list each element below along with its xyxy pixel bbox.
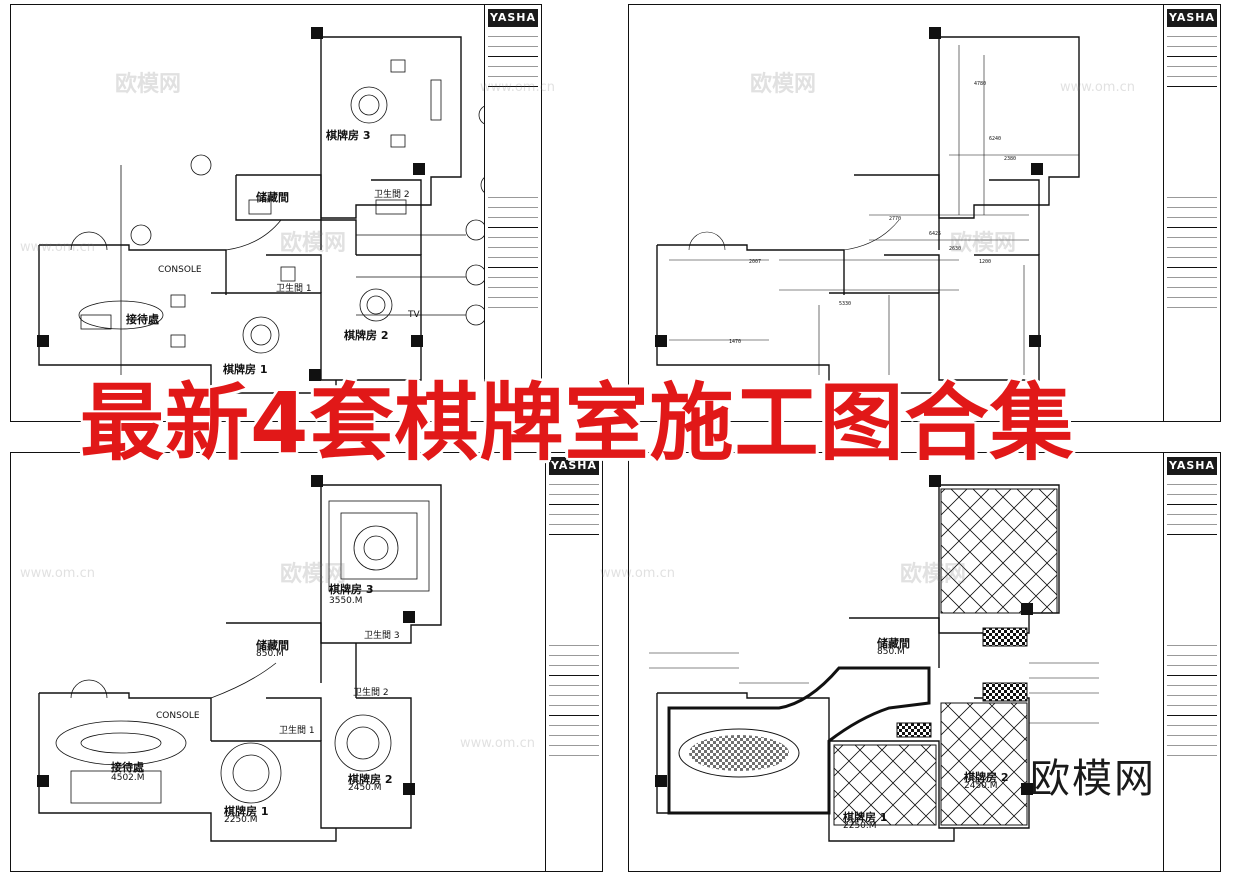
floor-plan-sheet-flooring: 储藏間 850.M 棋牌房 1 2250.M 棋牌房 2 2450.M YASH…	[628, 452, 1221, 872]
title-block: YASHA	[545, 453, 602, 871]
storage-label: 储藏間	[256, 191, 289, 204]
toilet-3-label: 卫生間 3	[364, 631, 400, 641]
floor-plan-sheet-dimensions: 4780 6240 2380 2770 6425 2630 2007 1200 5330…	[628, 4, 1221, 422]
card-room-1-label: 棋牌房 1	[843, 811, 888, 824]
reception-height: 4502.M	[111, 773, 145, 783]
card-room-1-height: 2250.M	[224, 815, 258, 825]
card-room-2-label: 棋牌房 2	[348, 773, 393, 786]
furniture-plan-drawing	[37, 27, 485, 394]
card-room-3-height: 3550.M	[329, 596, 363, 606]
watermark-url: www.om.cn	[480, 80, 555, 95]
watermark-url: www.om.cn	[20, 566, 95, 581]
yasha-logo: YASHA	[488, 9, 538, 27]
yasha-logo: YASHA	[549, 457, 599, 475]
title-block: YASHA	[1163, 453, 1220, 871]
card-room-2-height: 2450.M	[964, 781, 998, 791]
flooring-plan-drawing	[649, 475, 1099, 842]
card-room-1-label: 棋牌房 1	[224, 805, 269, 818]
svg-text:2630: 2630	[949, 246, 961, 252]
toilet-2-label: 卫生間 2	[353, 688, 389, 698]
title-block: YASHA	[1163, 5, 1220, 421]
console-label: CONSOLE	[158, 265, 202, 275]
svg-text:1470: 1470	[729, 339, 741, 345]
svg-text:4780: 4780	[974, 81, 986, 87]
yasha-logo: YASHA	[1167, 457, 1217, 475]
storage-height: 850.M	[256, 649, 284, 659]
title-block: YASHA	[484, 5, 541, 421]
card-room-1-label: 棋牌房 1	[223, 363, 268, 376]
svg-text:5330: 5330	[839, 301, 851, 307]
card-room-2-height: 2450.M	[348, 783, 382, 793]
dimension-plan-drawing: 4780 6240 2380 2770 6425 2630 2007 1200 5330…	[655, 27, 1080, 394]
watermark: 欧模网	[280, 562, 347, 587]
watermark-url: www.om.cn	[600, 566, 675, 581]
svg-text:2380: 2380	[1004, 156, 1016, 162]
watermark-url: www.om.cn	[1060, 80, 1135, 95]
floor-plan-sheet-furniture: 棋牌房 3 储藏間 卫生間 2 CONSOLE 卫生間 1 接待處 棋牌房 2 …	[10, 4, 542, 422]
card-room-2-label: 棋牌房 2	[344, 329, 389, 342]
watermark: 欧模网	[280, 231, 347, 256]
toilet-1-label: 卫生間 1	[279, 726, 315, 736]
svg-text:2007: 2007	[749, 259, 761, 265]
svg-text:6425: 6425	[929, 231, 941, 237]
watermark-url: www.om.cn	[460, 736, 535, 751]
reception-label: 接待處	[126, 313, 159, 326]
watermark-url: www.om.cn	[20, 240, 95, 255]
watermark: 欧模网	[950, 231, 1017, 256]
watermark: 欧模网	[900, 562, 967, 587]
card-room-1-height: 2250.M	[843, 821, 877, 831]
storage-height: 850.M	[877, 647, 905, 657]
floor-plan-sheet-ceiling: 棋牌房 3 3550.M 储藏間 850.M 卫生間 3 卫生間 2 CONSO…	[10, 452, 603, 872]
console-label: CONSOLE	[156, 711, 200, 721]
brand-logo: 欧模网	[1030, 756, 1156, 802]
watermark: 欧模网	[750, 72, 817, 97]
svg-text:1200: 1200	[979, 259, 991, 265]
storage-label: 储藏間	[256, 639, 289, 652]
toilet-2-label: 卫生間 2	[374, 190, 410, 200]
headline-title: 最新4套棋牌室施工图合集	[80, 374, 1075, 472]
card-room-3-label: 棋牌房 3	[326, 129, 371, 142]
card-room-3-label: 棋牌房 3	[329, 583, 374, 596]
watermark: 欧模网	[115, 72, 182, 97]
yasha-logo: YASHA	[1167, 9, 1217, 27]
reception-label: 接待處	[111, 761, 144, 774]
card-room-2-label: 棋牌房 2	[964, 771, 1009, 784]
svg-text:6240: 6240	[989, 136, 1001, 142]
tv-label: TV	[408, 310, 420, 320]
svg-text:2770: 2770	[889, 216, 901, 222]
ceiling-plan-drawing	[37, 475, 442, 842]
storage-label: 储藏間	[877, 637, 910, 650]
toilet-1-label: 卫生間 1	[276, 284, 312, 294]
